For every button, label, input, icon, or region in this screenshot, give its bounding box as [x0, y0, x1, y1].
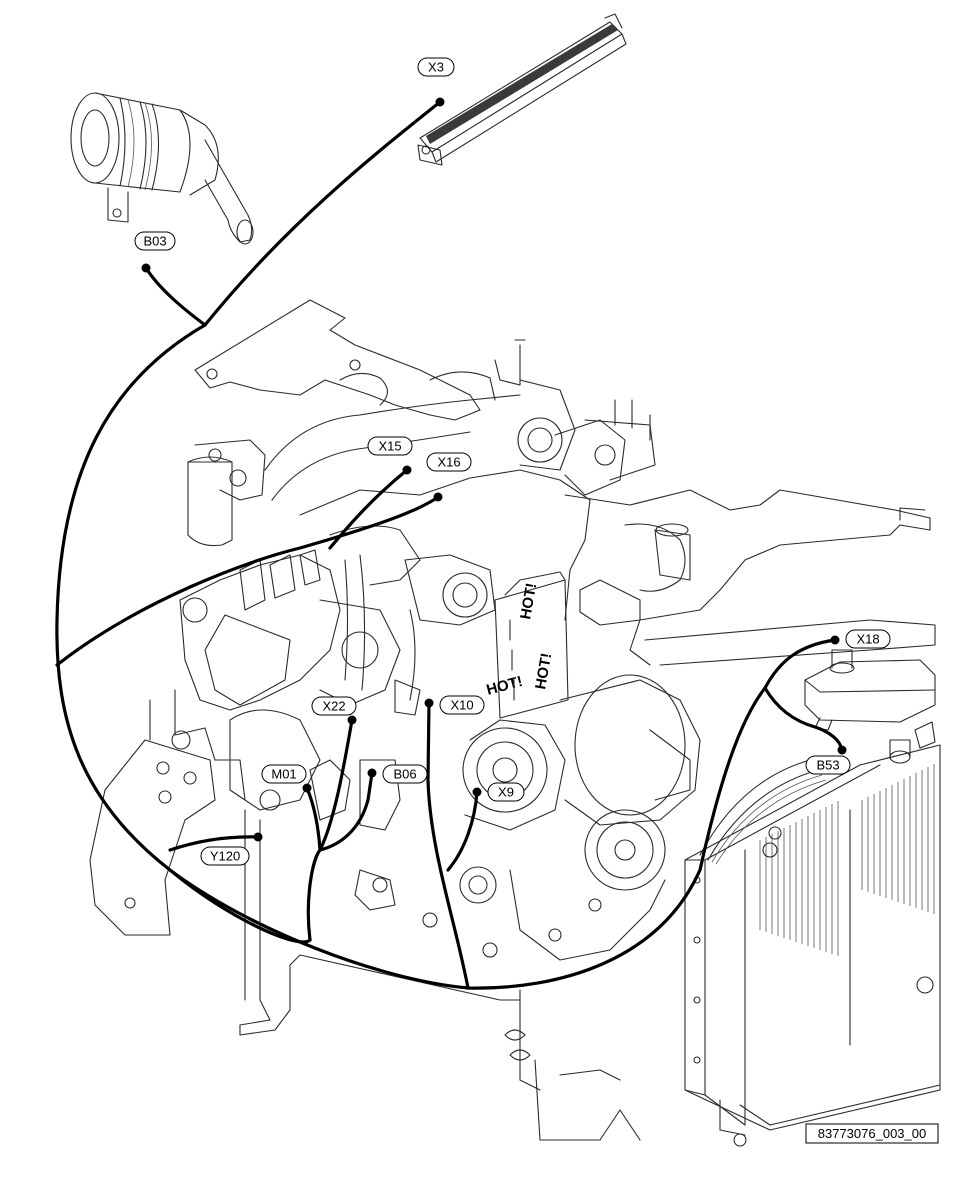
connector-point-x16: [433, 492, 443, 502]
harness-to-x18: [763, 638, 837, 690]
harness-to-y120: [168, 835, 260, 852]
hot-decal: HOT!: [517, 582, 540, 621]
svg-text:X15: X15: [378, 439, 401, 454]
connector-point-x10: [424, 698, 434, 708]
harness-to-x22: [318, 718, 354, 852]
terminal-rail-line-art: [417, 13, 627, 166]
connector-point-b06: [367, 768, 377, 778]
svg-text:B03: B03: [143, 234, 166, 249]
label-b03: B03: [134, 231, 176, 251]
harness-to-x15: [328, 468, 409, 550]
connector-point-m01: [302, 783, 312, 793]
svg-text:X10: X10: [450, 698, 473, 713]
radiator-fins: [759, 764, 935, 956]
svg-text:X3: X3: [428, 60, 444, 75]
reference-code-box: 83773076_003_00: [805, 1123, 939, 1144]
svg-text:B53: B53: [816, 758, 839, 773]
label-b53: B53: [805, 755, 851, 775]
connector-point-b03: [141, 263, 151, 273]
connector-point-x9: [472, 787, 482, 797]
svg-text:Y120: Y120: [210, 849, 240, 864]
harness-bottom: [168, 686, 767, 990]
label-y120: Y120: [200, 846, 250, 866]
label-x18: X18: [845, 629, 891, 649]
label-x3: X3: [417, 57, 455, 77]
connector-point-x3: [435, 97, 445, 107]
label-m01: M01: [261, 764, 307, 784]
harness-to-x3: [203, 100, 442, 327]
svg-text:X22: X22: [322, 699, 345, 714]
reference-code: 83773076_003_00: [818, 1126, 926, 1141]
radiator-line-art: [684, 721, 941, 1147]
harness-to-b03: [144, 266, 207, 327]
connector-point-b53: [837, 745, 847, 755]
harness-to-b53: [763, 686, 844, 752]
svg-text:X16: X16: [437, 455, 460, 470]
svg-text:M01: M01: [271, 767, 296, 782]
svg-text:X9: X9: [498, 785, 514, 800]
connector-point-x18: [830, 635, 840, 645]
callout-labels: X3 B03 X15 X16 X18 X22 X10 B53: [134, 57, 891, 866]
label-x15: X15: [367, 436, 413, 456]
connector-point-y120: [253, 832, 263, 842]
label-b06: B06: [382, 764, 428, 784]
harness-main-trunk: [55, 323, 312, 944]
wiring-harness: [55, 100, 844, 990]
harness-to-x10: [426, 701, 470, 990]
hot-decal: HOT!: [532, 652, 555, 691]
svg-text:B06: B06: [393, 767, 416, 782]
svg-text:X18: X18: [856, 632, 879, 647]
air-filter-line-art: [70, 92, 254, 245]
expansion-tank-line-art: [804, 649, 936, 731]
harness-lower-loop: [55, 495, 440, 667]
hot-decal: HOT!: [485, 673, 525, 699]
harness-to-x9: [446, 790, 479, 872]
label-x10: X10: [439, 695, 485, 715]
connector-points: [141, 97, 847, 842]
label-x22: X22: [311, 696, 357, 716]
label-x9: X9: [487, 782, 525, 802]
connector-point-x15: [402, 465, 412, 475]
harness-to-b06: [318, 771, 374, 852]
connector-point-x22: [347, 715, 357, 725]
label-x16: X16: [426, 452, 472, 472]
engine-line-art: HOT! HOT! HOT!: [89, 299, 936, 1141]
